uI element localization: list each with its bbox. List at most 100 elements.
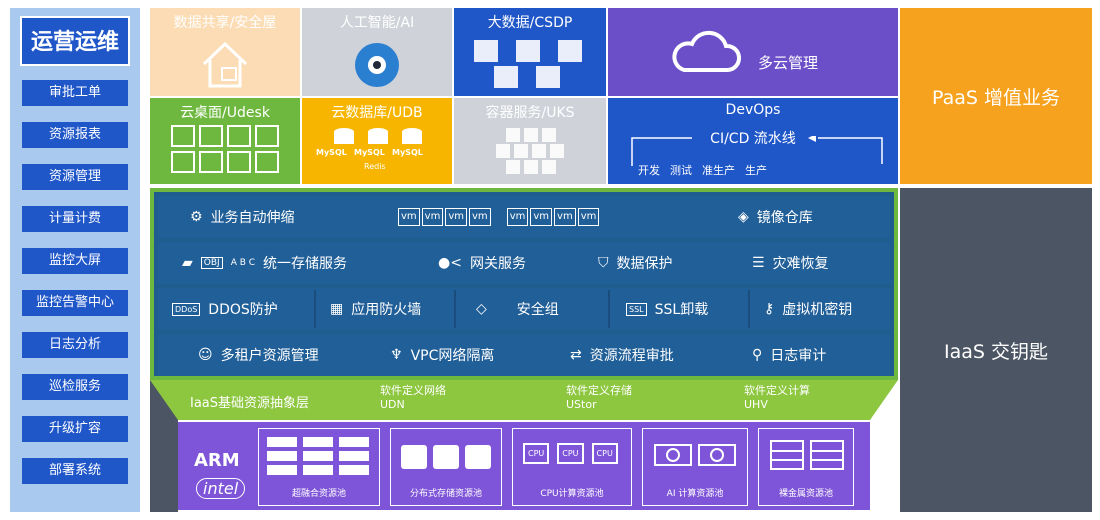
firewall-icon: ▦ bbox=[330, 301, 344, 317]
ops-item-approval[interactable]: 审批工单 bbox=[22, 80, 128, 106]
paas-tile-multicloud: 多云管理 bbox=[608, 8, 898, 96]
paas-tile-uks: 容器服务/UKS bbox=[454, 98, 606, 184]
vm-box: vm bbox=[530, 208, 553, 226]
gateway-cell[interactable]: ●< 网关服务 bbox=[438, 242, 526, 284]
auto-scale-label: 业务自动伸缩 bbox=[210, 210, 295, 226]
ops-item-billing[interactable]: 计量计费 bbox=[22, 206, 128, 232]
divider bbox=[748, 290, 750, 328]
abstraction-label: IaaS基础资源抽象层 bbox=[190, 396, 310, 411]
gateway-label: 网关服务 bbox=[469, 256, 526, 272]
log-cell[interactable]: ⚲ 日志审计 bbox=[752, 334, 826, 376]
vm-box: vm bbox=[469, 208, 491, 226]
mysql-label: MySQL bbox=[392, 148, 423, 157]
ops-item-alert[interactable]: 监控告警中心 bbox=[22, 290, 128, 316]
pool-distributed-storage: 分布式存储资源池 bbox=[390, 428, 502, 506]
ustor-name: 软件定义存储 bbox=[566, 384, 632, 397]
vm-box: vm bbox=[398, 208, 420, 226]
pool-label: 裸金属资源池 bbox=[778, 489, 833, 499]
ssl-cert-icon: SSL bbox=[626, 302, 647, 316]
user-icon: ☺ bbox=[198, 347, 213, 363]
vpc-label: VPC网络隔离 bbox=[410, 348, 495, 364]
flow-label: 资源流程审批 bbox=[589, 348, 674, 364]
secgroup-label: 安全组 bbox=[516, 302, 559, 318]
paas-tile-desktop: 云桌面/Udesk bbox=[150, 98, 300, 184]
storage-drives-icon bbox=[401, 445, 491, 469]
ops-item-inspect[interactable]: 巡检服务 bbox=[22, 374, 128, 400]
cpu-chip-icon: CPU bbox=[523, 443, 550, 464]
auto-scale-icon: ⚙ bbox=[190, 209, 203, 225]
abstraction-layer-shape bbox=[150, 380, 898, 420]
database-icon bbox=[334, 128, 422, 144]
pool-label: CPU计算资源池 bbox=[540, 489, 604, 499]
key-icon: ⚷ bbox=[764, 301, 775, 317]
waf-cell[interactable]: ▦ 应用防火墙 bbox=[330, 288, 421, 330]
vm-box: vm bbox=[445, 208, 468, 226]
ddos-icon: DDoS bbox=[172, 302, 201, 316]
ddos-cell[interactable]: DDoS DDOS防护 bbox=[172, 288, 278, 330]
log-label: 日志审计 bbox=[770, 348, 827, 364]
desktop-grid-icon bbox=[171, 125, 279, 173]
cpu-chip-icon: CPU bbox=[557, 443, 584, 464]
vm-box: vm bbox=[577, 208, 600, 226]
stage-preprod: 准生产 bbox=[702, 164, 735, 177]
pool-baremetal: 裸金属资源池 bbox=[758, 428, 854, 506]
stage-prod: 生产 bbox=[745, 164, 767, 177]
mirror-label: 镜像仓库 bbox=[756, 210, 813, 226]
paas-tile-datashare: 数据共享/安全屋 bbox=[150, 8, 300, 96]
ops-item-report[interactable]: 资源报表 bbox=[22, 122, 128, 148]
ops-item-deploy[interactable]: 部署系统 bbox=[22, 458, 128, 484]
database-plus-icon: ☰ bbox=[752, 255, 765, 271]
ddos-label: DDOS防护 bbox=[208, 302, 278, 318]
secgroup-cell[interactable]: ◇ 安全组 bbox=[476, 288, 559, 330]
network-icon: ♆ bbox=[390, 347, 403, 363]
pipeline-loop-icon bbox=[631, 136, 883, 166]
disaster-cell[interactable]: ☰ 灾难恢复 bbox=[752, 242, 829, 284]
divider bbox=[608, 290, 610, 328]
udn-group: 软件定义网络 UDN bbox=[380, 382, 446, 411]
storage-label: 统一存储服务 bbox=[263, 256, 348, 272]
data-cubes-icon bbox=[474, 40, 582, 88]
ssl-cell[interactable]: SSL SSL卸载 bbox=[626, 288, 708, 330]
swap-arrows-icon: ⇄ bbox=[570, 347, 582, 363]
mirror-cell[interactable]: ◈ 镜像仓库 bbox=[738, 196, 813, 238]
auto-scale-cell[interactable]: ⚙ 业务自动伸缩 bbox=[190, 196, 295, 238]
house-lock-icon bbox=[202, 41, 248, 88]
obj-icon: OBJ bbox=[200, 257, 223, 269]
protect-label: 数据保护 bbox=[616, 256, 673, 272]
cpu-chip-icon: CPU bbox=[591, 443, 618, 464]
storage-cell[interactable]: ▰ OBJ A B C 统一存储服务 bbox=[182, 242, 347, 284]
vkey-cell[interactable]: ⚷ 虚拟机密钥 bbox=[764, 288, 852, 330]
baremetal-server-icon bbox=[770, 440, 844, 470]
pool-label: 分布式存储资源池 bbox=[409, 489, 482, 499]
pool-ai: AI 计算资源池 bbox=[642, 428, 748, 506]
tenant-cell[interactable]: ☺ 多租户资源管理 bbox=[198, 334, 319, 376]
gpu-card-icon bbox=[654, 444, 736, 466]
ops-item-screen[interactable]: 监控大屏 bbox=[22, 248, 128, 274]
folder-icon: ▰ bbox=[182, 255, 193, 271]
stage-dev: 开发 bbox=[638, 164, 660, 177]
ustor-code: UStor bbox=[566, 398, 597, 411]
tile-label: 云数据库/UDB bbox=[331, 105, 423, 121]
iaas-row-2: ▰ OBJ A B C 统一存储服务 ●< 网关服务 ⛉ 数据保护 ☰ 灾难恢复 bbox=[158, 242, 890, 284]
vpc-cell[interactable]: ♆ VPC网络隔离 bbox=[390, 334, 494, 376]
paas-tile-devops: DevOps CI/CD 流水线 开发 测试 准生产 生产 bbox=[608, 98, 898, 184]
vm-box: vm bbox=[554, 208, 576, 226]
stage-test: 测试 bbox=[670, 164, 692, 177]
flow-cell[interactable]: ⇄ 资源流程审批 bbox=[570, 334, 674, 376]
ops-item-resource[interactable]: 资源管理 bbox=[22, 164, 128, 190]
mysql-label: MySQL bbox=[316, 148, 347, 157]
search-icon: ⚲ bbox=[752, 347, 763, 363]
divider bbox=[454, 290, 456, 328]
devops-label: DevOps bbox=[725, 102, 781, 118]
server-rack-icon bbox=[267, 437, 369, 475]
ops-item-log[interactable]: 日志分析 bbox=[22, 332, 128, 358]
protect-cell[interactable]: ⛉ 数据保护 bbox=[598, 242, 673, 284]
container-icon bbox=[496, 128, 564, 174]
ops-item-upgrade[interactable]: 升级扩容 bbox=[22, 416, 128, 442]
arm-logo: ARM bbox=[194, 450, 240, 471]
cicd-label: CI/CD 流水线 bbox=[710, 131, 796, 147]
tenant-label: 多租户资源管理 bbox=[220, 348, 319, 364]
pool-label: AI 计算资源池 bbox=[666, 489, 724, 499]
vkey-label: 虚拟机密钥 bbox=[782, 302, 853, 318]
